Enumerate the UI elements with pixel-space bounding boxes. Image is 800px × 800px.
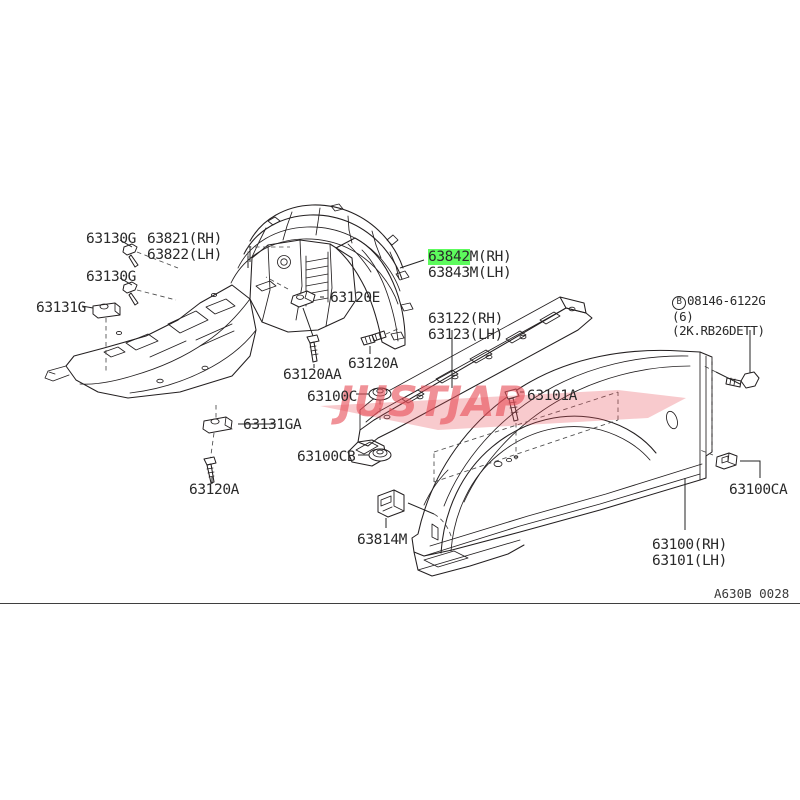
part-label-63130G-lower: 63130G <box>86 269 136 286</box>
part-label-63122-63123: 63122(RH)63123(LH) <box>428 311 503 343</box>
part-label-line: 63120A <box>348 356 398 372</box>
bracket-63814M <box>377 489 405 518</box>
clip-63131GA <box>202 416 233 434</box>
part-label-line: 63822(LH) <box>147 246 222 263</box>
fender-support-rail <box>347 296 593 467</box>
part-label-63131G: 63131G <box>36 300 86 317</box>
screw-63120AA <box>306 334 320 363</box>
circled-letter-icon: B <box>672 296 686 310</box>
part-label-63120E: 63120E <box>330 290 380 307</box>
clip-63130G-lower <box>122 281 139 306</box>
grommet-63100CB <box>368 448 392 462</box>
front-fender-panel <box>411 349 713 577</box>
part-label-line: 63814M <box>357 532 407 548</box>
part-label-63120A-low: 63120A <box>189 482 239 499</box>
part-label-line: 63100(RH) <box>652 537 727 553</box>
leader-lines <box>247 246 751 530</box>
part-label-line: 63120AA <box>283 367 342 383</box>
part-label-line: 63100CA <box>729 482 788 498</box>
fasteners-left <box>81 239 401 484</box>
part-label-63120AA: 63120AA <box>283 367 342 384</box>
part-label-63101A: 63101A <box>527 388 577 405</box>
part-label-line: 63123(LH) <box>428 326 503 343</box>
part-label-63100CB: 63100CB <box>297 449 356 466</box>
screw-63101A <box>504 388 520 422</box>
part-label-line: 63101A <box>527 388 577 404</box>
part-label-63100CA: 63100CA <box>729 482 788 499</box>
part-label-line: 63122(RH) <box>428 311 503 327</box>
part-label-line: 63131G <box>36 300 86 316</box>
part-label-line: 63120A <box>189 482 239 498</box>
footer-diagram-code: A630B 0028 <box>714 586 790 601</box>
highlighted-part-number: 63842 <box>428 249 470 265</box>
part-label-line: 63843M(LH) <box>428 264 512 281</box>
part-label-63814M: 63814M <box>357 532 407 549</box>
clip-63131G <box>92 302 121 319</box>
bolt-08146-6122G <box>725 371 760 389</box>
part-label-line: 63130G <box>86 231 136 247</box>
grommet-63100C <box>368 387 392 401</box>
part-label-63130G-upper: 63130G <box>86 231 136 248</box>
part-label-63100C: 63100C <box>307 389 357 406</box>
part-label-63120A-mid: 63120A <box>348 356 398 373</box>
part-label-line: 63100C <box>307 389 357 405</box>
clip-63120E <box>290 290 316 308</box>
part-label-line: 63100CB <box>297 449 356 465</box>
part-label-line: 63101(LH) <box>652 552 727 569</box>
part-label-line: 63130G <box>86 269 136 285</box>
part-label-63842M-63843M: 63842M(RH)63843M(LH) <box>428 249 512 281</box>
part-label-63131GA: 63131GA <box>243 417 302 434</box>
footer-rule <box>0 603 800 604</box>
fender-liner-assembly <box>44 203 414 399</box>
clip-63130G-upper <box>122 243 139 268</box>
part-label-line: 63842M(RH) <box>428 249 512 265</box>
clip-63100CA <box>715 452 738 470</box>
part-label-line: 63131GA <box>243 417 302 433</box>
part-label-line: 63120E <box>330 290 380 306</box>
part-label-line: 63821(RH) <box>147 231 222 247</box>
screw-63120A-lower <box>203 456 217 484</box>
part-label-line: (2K.RB26DETT) <box>672 322 765 338</box>
part-label-line: (6) <box>672 309 694 324</box>
part-label-63100-63101: 63100(RH)63101(LH) <box>652 537 727 569</box>
screw-63120A-mid <box>360 330 387 346</box>
part-label-63821-63822: 63821(RH)63822(LH) <box>147 231 222 263</box>
